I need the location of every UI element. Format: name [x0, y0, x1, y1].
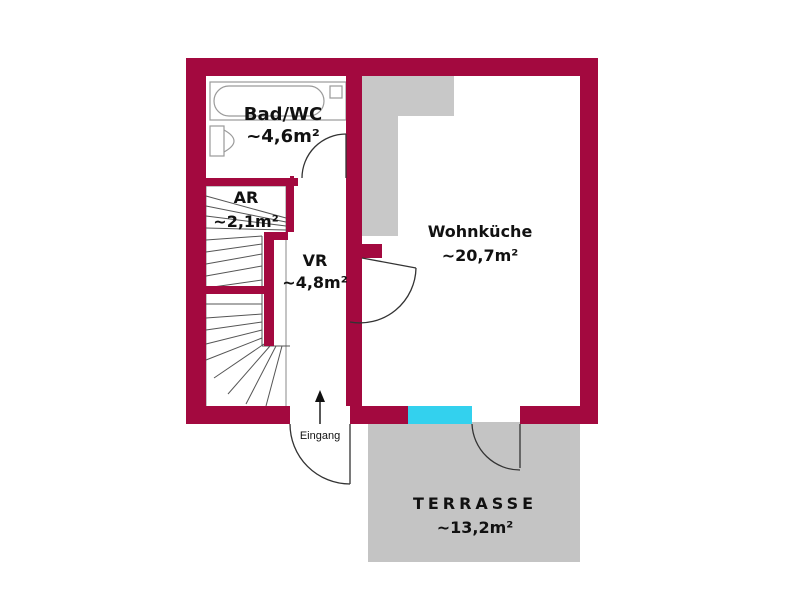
- room-ar-area: ~2,1m²: [213, 212, 279, 231]
- room-vr-name: VR: [302, 251, 328, 270]
- walls: [186, 58, 598, 424]
- up-arrow-icon: [315, 390, 325, 424]
- room-wohnkueche-name: Wohnküche: [427, 222, 533, 241]
- entrance-label: Eingang: [299, 430, 341, 442]
- toilet-icon: [209, 125, 235, 157]
- room-bad-area: ~4,6m²: [246, 126, 320, 147]
- room-terrasse-name: TERRASSE: [412, 494, 538, 513]
- jamb-mark: [290, 176, 294, 186]
- room-vr: VR ~4,8m²: [270, 250, 360, 294]
- kitchen-door: [349, 257, 417, 324]
- entrance-door: [289, 423, 351, 485]
- terrace-area: [368, 422, 580, 562]
- terrace-window: [408, 406, 472, 424]
- room-wohnkueche: Wohnküche ~20,7m²: [410, 220, 550, 268]
- jamb-mark: [348, 338, 352, 348]
- room-vr-area: ~4,8m²: [282, 273, 348, 292]
- bathroom-door: [301, 133, 347, 179]
- room-terrasse: TERRASSE ~13,2m²: [390, 492, 560, 540]
- room-wohnkueche-area: ~20,7m²: [441, 246, 519, 265]
- room-terrasse-area: ~13,2m²: [436, 518, 514, 537]
- room-ar: AR ~2,1m²: [198, 188, 294, 232]
- terrace-door: [471, 423, 521, 471]
- room-bad: Bad/WC ~4,6m²: [226, 104, 340, 148]
- room-ar-name: AR: [233, 188, 259, 207]
- room-bad-name: Bad/WC: [243, 104, 323, 125]
- kitchen-counter: [362, 76, 454, 236]
